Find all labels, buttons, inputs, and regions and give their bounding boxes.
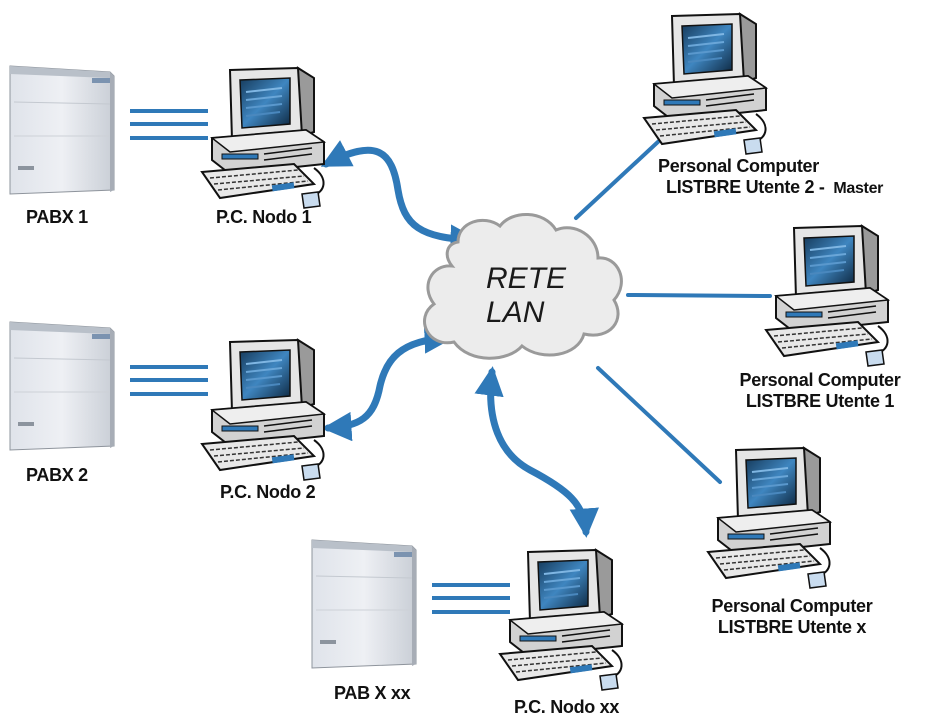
pabx-1-label: PABX 1: [26, 207, 88, 227]
utente-2-label-line2: LISTBRE Utente 2 -: [666, 177, 825, 197]
master-label: Master: [833, 180, 884, 197]
pabx-2-label: PABX 2: [26, 465, 88, 485]
pabx-1-icon: [9, 65, 115, 195]
lan-cloud-icon: [423, 213, 623, 360]
nodo-xx-label: P.C. Nodo xx: [514, 697, 620, 717]
utente-x-label: Personal Computer LISTBRE Utente x: [712, 596, 873, 638]
pabx-1-link: [130, 109, 208, 140]
pabx-xx-link: [432, 583, 510, 614]
pabx-2-link: [130, 365, 208, 396]
cloud-label-line2: LAN: [486, 296, 545, 329]
link-utente-x: [596, 366, 722, 484]
link-utente-2: [574, 138, 662, 220]
pc-utente-1-icon: [765, 225, 889, 367]
pc-nodo-1-icon: [201, 67, 325, 209]
pabx-xx-icon: [311, 539, 417, 669]
utente-1-label-line1: Personal Computer: [739, 370, 901, 390]
utente-2-label: Personal Computer LISTBRE Utente 2 - Mas…: [658, 156, 883, 199]
pabx-xx-label: PAB X xx: [334, 683, 411, 703]
nodo-2-label: P.C. Nodo 2: [220, 482, 316, 502]
arrow-nodo-xx: [474, 366, 599, 538]
pabx-2-icon: [9, 321, 115, 451]
cloud-label: RETE LAN: [486, 262, 566, 330]
pc-nodo-xx-icon: [499, 549, 623, 691]
link-utente-1: [626, 293, 772, 298]
pc-nodo-2-icon: [201, 339, 325, 481]
arrow-nodo-2: [322, 324, 454, 442]
pc-utente-x-icon: [707, 447, 831, 589]
utente-1-label: Personal Computer LISTBRE Utente 1: [740, 370, 901, 412]
cloud-label-line1: RETE: [486, 262, 567, 295]
pc-utente-2-icon: [643, 13, 767, 155]
nodo-1-label: P.C. Nodo 1: [216, 207, 312, 227]
arrow-nodo-1: [320, 140, 480, 254]
utente-x-label-line1: Personal Computer: [711, 596, 873, 616]
utente-2-label-line1: Personal Computer: [658, 156, 819, 176]
utente-x-label-line2: LISTBRE Utente x: [717, 617, 867, 637]
utente-1-label-line2: LISTBRE Utente 1: [745, 391, 895, 411]
